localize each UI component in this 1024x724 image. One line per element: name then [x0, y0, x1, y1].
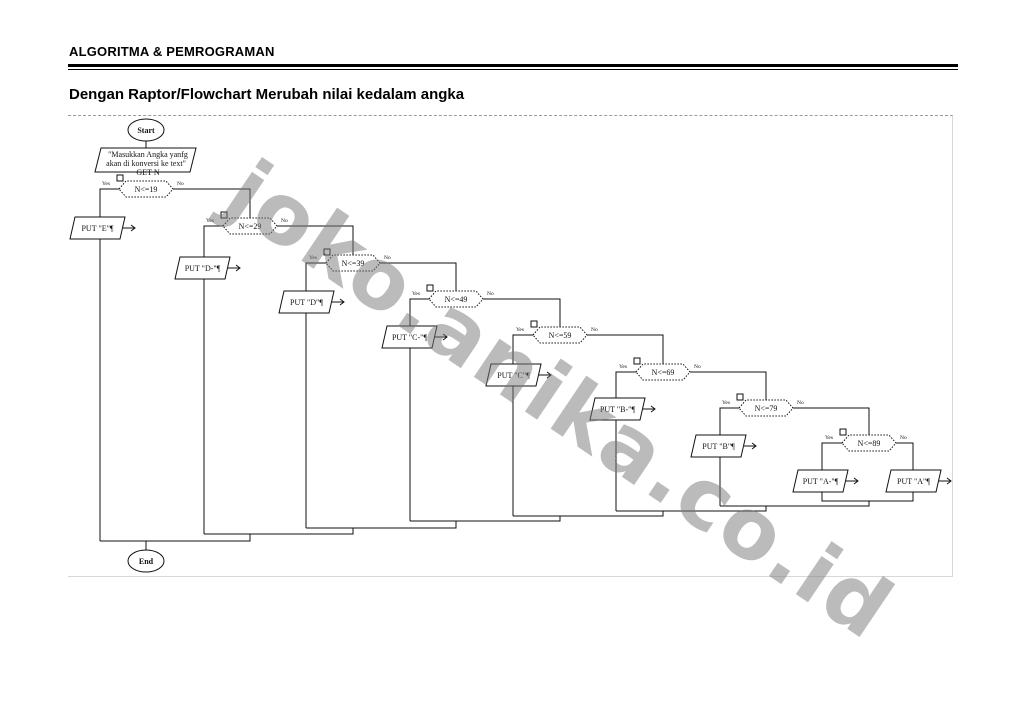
- output-label-4: PUT "C-"¶: [392, 333, 428, 342]
- no-label-8: No: [900, 435, 907, 441]
- yes-branch-4: [409, 298, 429, 326]
- output-label-5: PUT "C"¶: [497, 371, 530, 380]
- no-label-5: No: [591, 327, 598, 333]
- output-arrow-7: [751, 442, 757, 450]
- output-arrow-1: [130, 224, 136, 232]
- yes-label-6: Yes: [619, 364, 627, 370]
- header-rule-thin: [68, 69, 958, 70]
- merge-level-2: [204, 528, 354, 535]
- output-4: [381, 325, 438, 349]
- no-label-6: No: [694, 364, 701, 370]
- output-9: [885, 469, 942, 493]
- no-branch-1: [173, 188, 251, 218]
- decision-label-1: N<=19: [135, 185, 158, 194]
- output-arrow-6: [650, 405, 656, 413]
- header-title: ALGORITMA & PEMROGRAMAN: [69, 44, 275, 59]
- input-line-2: akan di konversi ke text": [106, 159, 186, 168]
- output-arrow-5: [546, 371, 552, 379]
- no-branch-5: [587, 334, 664, 364]
- no-label-1: No: [177, 181, 184, 187]
- yes-label-2: Yes: [206, 218, 214, 224]
- output-label-2: PUT "D-"¶: [185, 264, 221, 273]
- decision-marker-4: [426, 284, 434, 292]
- yes-branch-2: [203, 225, 223, 257]
- output-arrow-3: [339, 298, 345, 306]
- decision-marker-7: [736, 393, 744, 401]
- decision-label-3: N<=39: [342, 259, 365, 268]
- no-label-4: No: [487, 291, 494, 297]
- merge-level-6: [616, 506, 767, 512]
- yes-branch-6: [615, 371, 636, 398]
- output-6: [589, 397, 646, 421]
- yes-branch-1: [99, 188, 119, 217]
- output-7: [690, 434, 747, 458]
- output-8: [792, 469, 849, 493]
- output-label-6: PUT "B-"¶: [600, 405, 636, 414]
- decision-label-4: N<=49: [445, 295, 468, 304]
- output-label-1: PUT "E"¶: [81, 224, 113, 233]
- yes-label-1: Yes: [102, 181, 110, 187]
- output-label-8: PUT "A-"¶: [803, 477, 839, 486]
- no-label-3: No: [384, 255, 391, 261]
- output-arrow-2: [235, 264, 241, 272]
- no-label-7: No: [797, 400, 804, 406]
- decision-label-2: N<=29: [239, 222, 262, 231]
- output-label-3: PUT "D"¶: [290, 298, 323, 307]
- decision-label-7: N<=79: [755, 404, 778, 413]
- merge-level-7: [720, 501, 870, 507]
- decision-label-6: N<=69: [652, 368, 675, 377]
- no-branch-7: [793, 407, 870, 435]
- input-line-1: "Masukkan Angka yanfg: [108, 150, 188, 159]
- output-arrow-4: [442, 333, 448, 341]
- merge-level-5: [513, 511, 664, 517]
- no-branch-4: [483, 298, 561, 327]
- decision-label-5: N<=59: [549, 331, 572, 340]
- input-parallelogram: [94, 147, 197, 173]
- no-branch-8: [896, 442, 914, 470]
- no-branch-6: [690, 371, 767, 400]
- yes-label-3: Yes: [309, 255, 317, 261]
- no-branch-2: [277, 225, 354, 255]
- output-label-9: PUT "A"¶: [897, 477, 930, 486]
- yes-label-4: Yes: [412, 291, 420, 297]
- decision-marker-3: [323, 248, 331, 256]
- header-rule: [68, 64, 958, 67]
- yes-label-8: Yes: [825, 435, 833, 441]
- output-1: [69, 216, 126, 240]
- output-arrow-8: [853, 477, 859, 485]
- start-label: Start: [137, 126, 155, 135]
- decision-marker-5: [530, 320, 538, 328]
- figure-frame: [68, 115, 953, 577]
- output-5: [485, 363, 542, 387]
- yes-label-5: Yes: [516, 327, 524, 333]
- yes-branch-5: [512, 334, 533, 364]
- decision-label-8: N<=89: [858, 439, 881, 448]
- decision-marker-2: [220, 211, 228, 219]
- merge-level-3: [306, 521, 457, 529]
- merge-level-1: [100, 534, 251, 542]
- end-label: End: [139, 557, 154, 566]
- output-3: [278, 290, 335, 314]
- output-arrow-9: [946, 477, 952, 485]
- input-line-3: GET N: [136, 168, 159, 177]
- output-label-7: PUT "B"¶: [702, 442, 735, 451]
- yes-branch-8: [821, 442, 842, 470]
- decision-marker-1: [116, 174, 124, 182]
- merge-level-4: [410, 516, 561, 522]
- no-branch-3: [380, 262, 457, 291]
- merge-level-8: [821, 492, 914, 502]
- output-2: [174, 256, 231, 280]
- decision-marker-8: [839, 428, 847, 436]
- no-label-2: No: [281, 218, 288, 224]
- yes-branch-7: [719, 407, 739, 435]
- section-heading: Dengan Raptor/Flowchart Merubah nilai ke…: [69, 86, 465, 103]
- yes-branch-3: [305, 262, 326, 291]
- decision-marker-6: [633, 357, 641, 365]
- yes-label-7: Yes: [722, 400, 730, 406]
